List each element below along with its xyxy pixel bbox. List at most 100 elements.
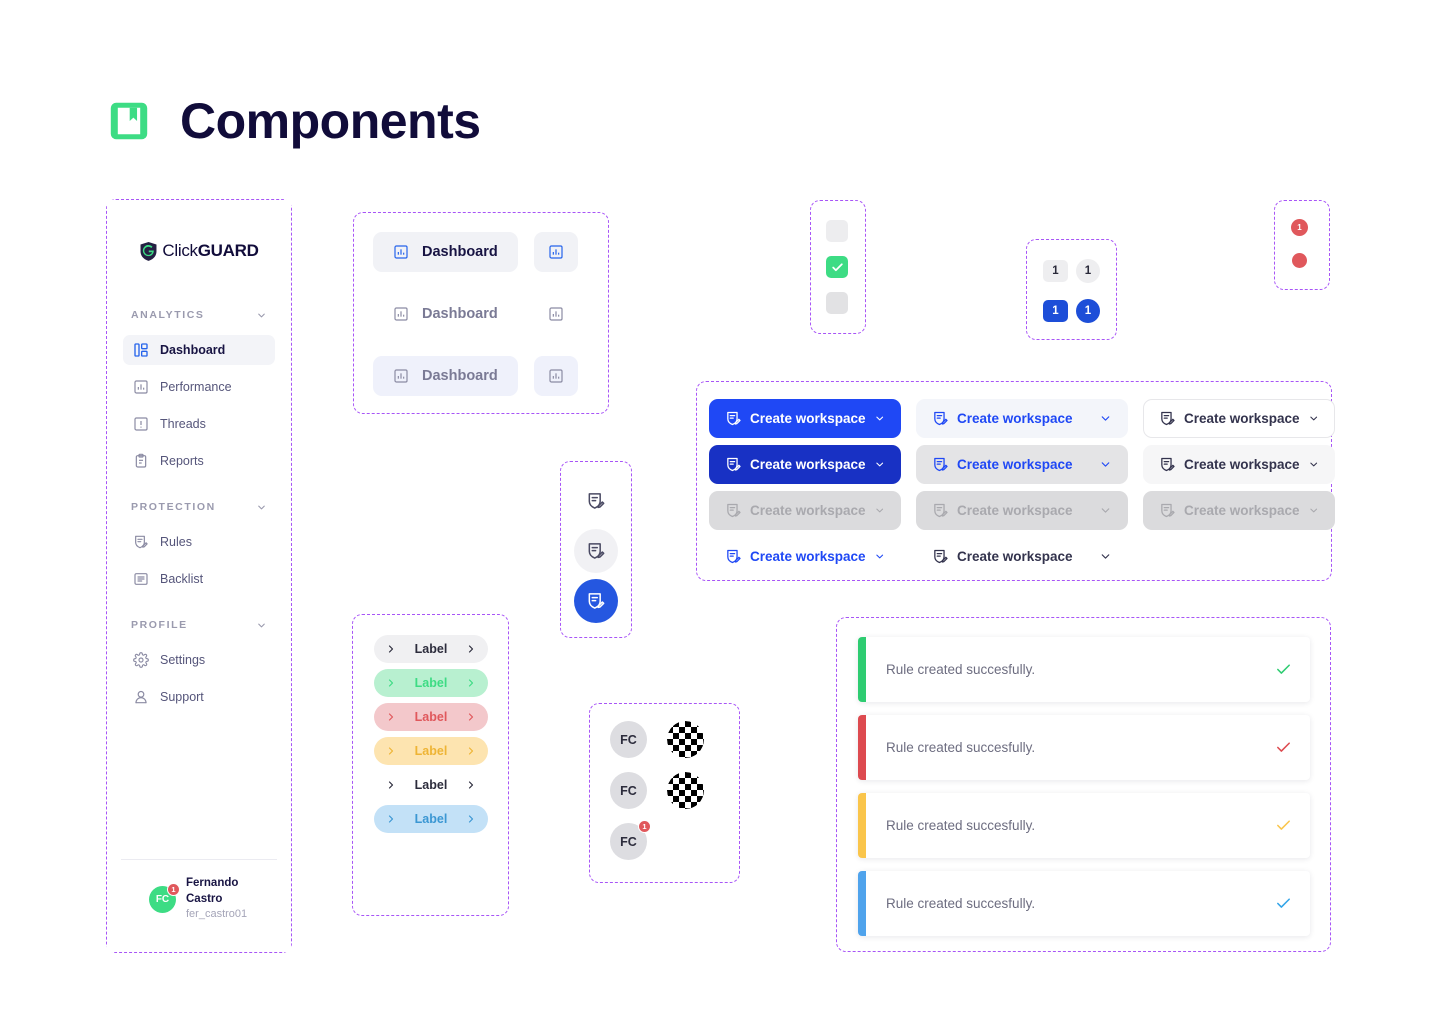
create-workspace-button[interactable]: Create workspace bbox=[916, 399, 1128, 438]
chevron-down-icon bbox=[258, 623, 265, 627]
rule-edit-icon bbox=[934, 549, 948, 564]
check-icon bbox=[1277, 664, 1290, 674]
list-box-icon bbox=[134, 573, 148, 585]
dashboard-icon-button-primary[interactable] bbox=[533, 232, 578, 272]
dashboard-button-tinted[interactable]: Dashboard bbox=[373, 356, 518, 396]
toast-spec-frame bbox=[836, 617, 1331, 952]
create-workspace-button[interactable]: Create workspace bbox=[1143, 399, 1335, 438]
fab-grey[interactable] bbox=[574, 529, 618, 573]
notification-dot-group: 1 bbox=[1274, 200, 1330, 290]
label-chip-text: Label bbox=[414, 744, 448, 758]
check-icon bbox=[1277, 820, 1290, 830]
fab-blue[interactable] bbox=[574, 579, 618, 623]
sidebar: ClickGUARD ANALYTICS Dashboard Performan… bbox=[107, 200, 291, 952]
avatar-initials: FC bbox=[620, 732, 637, 747]
sidebar-item-rules[interactable]: Rules bbox=[123, 527, 275, 557]
notification-dot-spec-frame bbox=[1274, 200, 1330, 290]
checkbox-spec-frame bbox=[810, 200, 866, 334]
rule-edit-icon bbox=[588, 593, 605, 609]
brand-text: ClickGUARD bbox=[162, 241, 258, 261]
chevron-right-icon bbox=[388, 781, 393, 789]
checkbox-checked[interactable] bbox=[826, 256, 848, 278]
bar-chart-icon bbox=[394, 307, 408, 321]
dashboard-button-label: Dashboard bbox=[422, 368, 498, 384]
badge-square-blue[interactable]: 1 bbox=[1043, 300, 1068, 322]
create-workspace-button[interactable]: Create workspace bbox=[709, 399, 901, 438]
sidebar-item-dashboard[interactable]: Dashboard bbox=[123, 335, 275, 365]
avatar-initials: FC bbox=[620, 783, 637, 798]
dashboard-icon-button-plain[interactable] bbox=[534, 294, 578, 334]
dashboard-buttons-spec-frame bbox=[353, 212, 609, 414]
sidebar-item-reports[interactable]: Reports bbox=[123, 446, 275, 476]
badge-square-grey[interactable]: 1 bbox=[1043, 260, 1068, 282]
sidebar-section-analytics[interactable]: ANALYTICS bbox=[123, 302, 275, 328]
toast-accent-bar bbox=[858, 715, 866, 780]
avatar-with-badge[interactable]: FC 1 bbox=[610, 820, 651, 860]
dashboard-buttons-group: Dashboard Dashboard Dashboard bbox=[353, 212, 609, 414]
divider bbox=[121, 859, 277, 861]
lifebuoy-icon bbox=[135, 690, 147, 704]
sidebar-section-label: PROFILE bbox=[131, 619, 188, 631]
avatar-initials: FC bbox=[155, 893, 170, 905]
badge-circle-grey[interactable]: 1 bbox=[1076, 259, 1100, 283]
avatar: FC 1 bbox=[149, 882, 180, 913]
chevron-right-icon bbox=[469, 645, 474, 653]
sidebar-item-backlist[interactable]: Backlist bbox=[123, 564, 275, 594]
label-chip-text: Label bbox=[414, 812, 448, 826]
notification-dot-with-count[interactable]: 1 bbox=[1291, 219, 1308, 236]
avatar[interactable]: FC bbox=[610, 721, 647, 758]
label-chip[interactable]: Label bbox=[374, 737, 488, 765]
toast-body: Rule created succesfully. bbox=[866, 715, 1310, 780]
create-workspace-label: Create workspace bbox=[750, 457, 866, 472]
dashboard-button-plain[interactable]: Dashboard bbox=[373, 294, 518, 334]
toast-accent-bar bbox=[858, 871, 866, 936]
sidebar-section-profile[interactable]: PROFILE bbox=[123, 612, 275, 638]
label-chip[interactable]: Label bbox=[374, 771, 488, 799]
label-chip-spec-frame bbox=[352, 614, 509, 916]
dashboard-icon-button-tinted[interactable] bbox=[533, 356, 578, 396]
avatar-row: FC bbox=[610, 772, 704, 809]
checkbox-unchecked[interactable] bbox=[826, 220, 848, 242]
create-workspace-label: Create workspace bbox=[750, 549, 866, 564]
avatar-image-placeholder[interactable] bbox=[667, 721, 704, 758]
badge-circle-blue[interactable]: 1 bbox=[1076, 299, 1100, 323]
dashboard-button-primary[interactable]: Dashboard bbox=[373, 232, 518, 272]
sidebar-item-label: Backlist bbox=[160, 572, 204, 586]
chevron-down-icon bbox=[1309, 508, 1317, 513]
bar-chart-icon bbox=[549, 245, 563, 259]
sidebar-user-profile[interactable]: FC 1 Fernando Castro fer_castro01 bbox=[121, 876, 277, 922]
sidebar-item-settings[interactable]: Settings bbox=[123, 645, 275, 675]
sidebar-item-label: Support bbox=[160, 690, 204, 704]
page-title: Components bbox=[180, 93, 481, 149]
label-chip[interactable]: Label bbox=[374, 805, 488, 833]
label-chip[interactable]: Label bbox=[374, 635, 488, 663]
rule-edit-icon bbox=[588, 543, 605, 559]
create-workspace-button[interactable]: Create workspace bbox=[709, 445, 901, 484]
avatar-image-placeholder[interactable] bbox=[667, 772, 704, 809]
sidebar-item-label: Dashboard bbox=[160, 343, 226, 357]
label-chip[interactable]: Label bbox=[374, 703, 488, 731]
sidebar-item-threads[interactable]: Threads bbox=[123, 409, 275, 439]
create-workspace-button[interactable]: Create workspace bbox=[709, 537, 901, 576]
sidebar-nav: ANALYTICS Dashboard Performance Threads … bbox=[107, 302, 291, 712]
avatar[interactable]: FC bbox=[610, 772, 647, 809]
chevron-right-icon bbox=[469, 781, 474, 789]
sidebar-item-performance[interactable]: Performance bbox=[123, 372, 275, 402]
create-workspace-button[interactable]: Create workspace bbox=[1143, 445, 1335, 484]
label-chip[interactable]: Label bbox=[374, 669, 488, 697]
dashboard-button-label: Dashboard bbox=[422, 306, 498, 322]
sidebar-item-support[interactable]: Support bbox=[123, 682, 275, 712]
notification-dot-plain[interactable] bbox=[1292, 253, 1307, 268]
checkbox-disabled[interactable] bbox=[826, 292, 848, 314]
toast-body: Rule created succesfully. bbox=[866, 793, 1310, 858]
toast-notification: Rule created succesfully. bbox=[858, 793, 1310, 858]
profile-handle: fer_castro01 bbox=[186, 908, 248, 921]
create-workspace-button[interactable]: Create workspace bbox=[916, 537, 1128, 576]
toast-notification: Rule created succesfully. bbox=[858, 871, 1310, 936]
fab-plain[interactable] bbox=[574, 479, 618, 523]
dashboard-icon bbox=[134, 343, 148, 357]
toast-body: Rule created succesfully. bbox=[866, 637, 1310, 702]
sidebar-section-protection[interactable]: PROTECTION bbox=[123, 494, 275, 520]
create-workspace-button[interactable]: Create workspace bbox=[916, 445, 1128, 484]
